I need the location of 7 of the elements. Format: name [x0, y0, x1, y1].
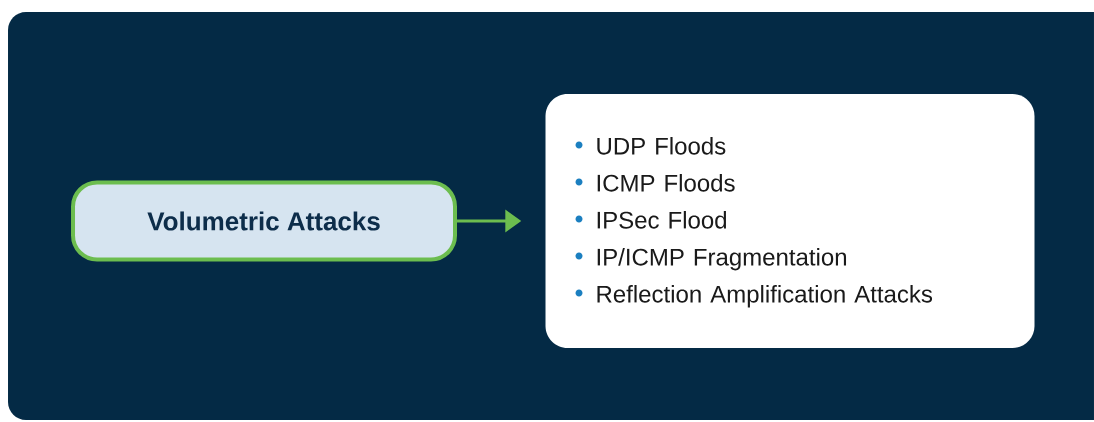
process-box: Volumetric Attacks: [71, 180, 457, 262]
list-item: ICMP Floods: [597, 174, 735, 192]
list-item: UDP Floods: [597, 137, 726, 155]
list-box: [545, 94, 1035, 348]
list-item: IP/ICMP Fragmentation: [597, 248, 846, 271]
list-item: IPSec Flood: [597, 211, 726, 229]
list-item: Reflection Amplification Attacks: [597, 285, 933, 308]
